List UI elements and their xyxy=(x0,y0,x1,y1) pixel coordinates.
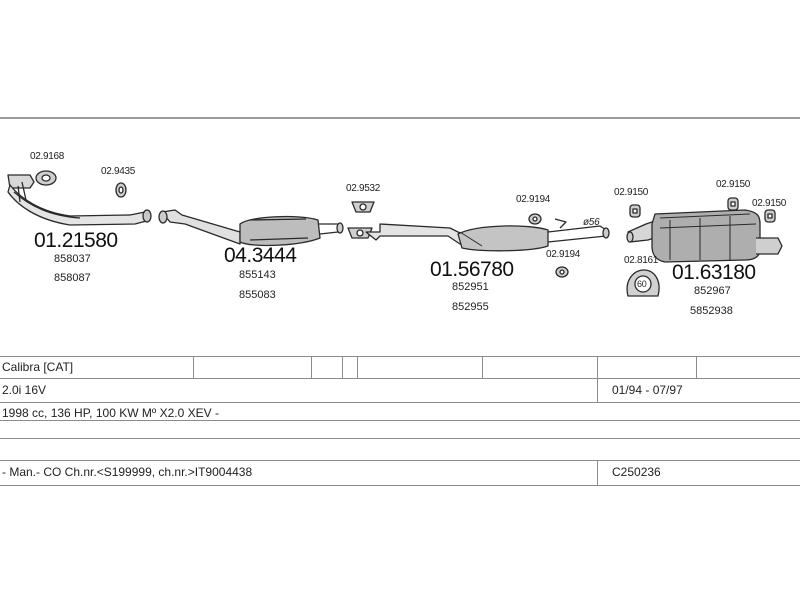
accessory-code: 02.9194 xyxy=(516,194,551,205)
gasket-2 xyxy=(115,182,127,198)
clamp xyxy=(626,269,660,297)
hanger-1 xyxy=(528,213,542,225)
table-rule xyxy=(0,378,800,379)
accessory-code: 02.9435 xyxy=(101,166,136,177)
part-ref: 858087 xyxy=(54,272,91,284)
table-divider xyxy=(311,356,312,378)
part-number: 01.56780 xyxy=(430,258,514,281)
part-number: 01.21580 xyxy=(34,229,118,252)
table-rule xyxy=(0,438,800,439)
table-divider xyxy=(482,356,483,378)
part-ref: 855083 xyxy=(239,289,276,301)
table-divider xyxy=(193,356,194,378)
catalytic-converter xyxy=(158,209,344,247)
flange-1 xyxy=(347,201,375,239)
vehicle-years: 01/94 - 07/97 xyxy=(612,383,683,397)
hanger-4 xyxy=(727,197,739,211)
table-rule xyxy=(0,402,800,403)
part-ref: 852955 xyxy=(452,301,489,313)
exhaust-diagram: 02.9168 02.9435 02.9532 02.9194 02.9194 … xyxy=(0,120,800,350)
middle-silencer xyxy=(365,223,610,252)
table-rule xyxy=(0,485,800,486)
table-rule xyxy=(0,356,800,357)
table-rule xyxy=(0,460,800,461)
accessory-code: 02.9150 xyxy=(716,179,751,190)
part-number: 01.63180 xyxy=(672,261,756,284)
table-divider xyxy=(597,460,598,485)
small-bracket xyxy=(554,218,567,229)
exhaust-drawing xyxy=(7,170,783,297)
part-ref: 858037 xyxy=(54,253,91,265)
rear-silencer xyxy=(626,209,783,263)
part-number: 04.3444 xyxy=(224,244,297,267)
clamp-size-label: 60 xyxy=(637,279,647,289)
table-divider xyxy=(597,356,598,402)
pipe-size-label: ø56 xyxy=(583,217,600,228)
hanger-5 xyxy=(764,209,776,223)
accessory-code: 02.9532 xyxy=(346,183,381,194)
hanger-3 xyxy=(629,204,641,218)
part-ref: 5852938 xyxy=(690,305,733,317)
gasket-1 xyxy=(35,170,57,186)
accessory-code: 02.8161 xyxy=(624,255,659,266)
vehicle-spec: 1998 cc, 136 HP, 100 KW Mº X2.0 XEV - xyxy=(2,406,219,420)
accessory-code: 02.9168 xyxy=(30,151,65,162)
front-pipe xyxy=(7,174,152,226)
part-ref: 852967 xyxy=(694,285,731,297)
vehicle-engine: 2.0i 16V xyxy=(2,383,47,397)
accessory-code: 02.9194 xyxy=(546,249,581,260)
diagram-frame xyxy=(0,117,800,489)
vehicle-model: Calibra [CAT] xyxy=(2,360,74,374)
hanger-2 xyxy=(555,266,569,278)
table-rule xyxy=(0,420,800,421)
table-divider xyxy=(696,356,697,378)
vehicle-notes: - Man.- CO Ch.nr.<S199999, ch.nr.>IT9004… xyxy=(2,465,253,479)
accessory-code: 02.9150 xyxy=(752,198,787,209)
part-ref: 855143 xyxy=(239,269,276,281)
table-divider xyxy=(357,356,358,378)
vehicle-code: C250236 xyxy=(612,465,661,479)
table-divider xyxy=(342,356,343,378)
accessory-code: 02.9150 xyxy=(614,187,649,198)
part-ref: 852951 xyxy=(452,281,489,293)
